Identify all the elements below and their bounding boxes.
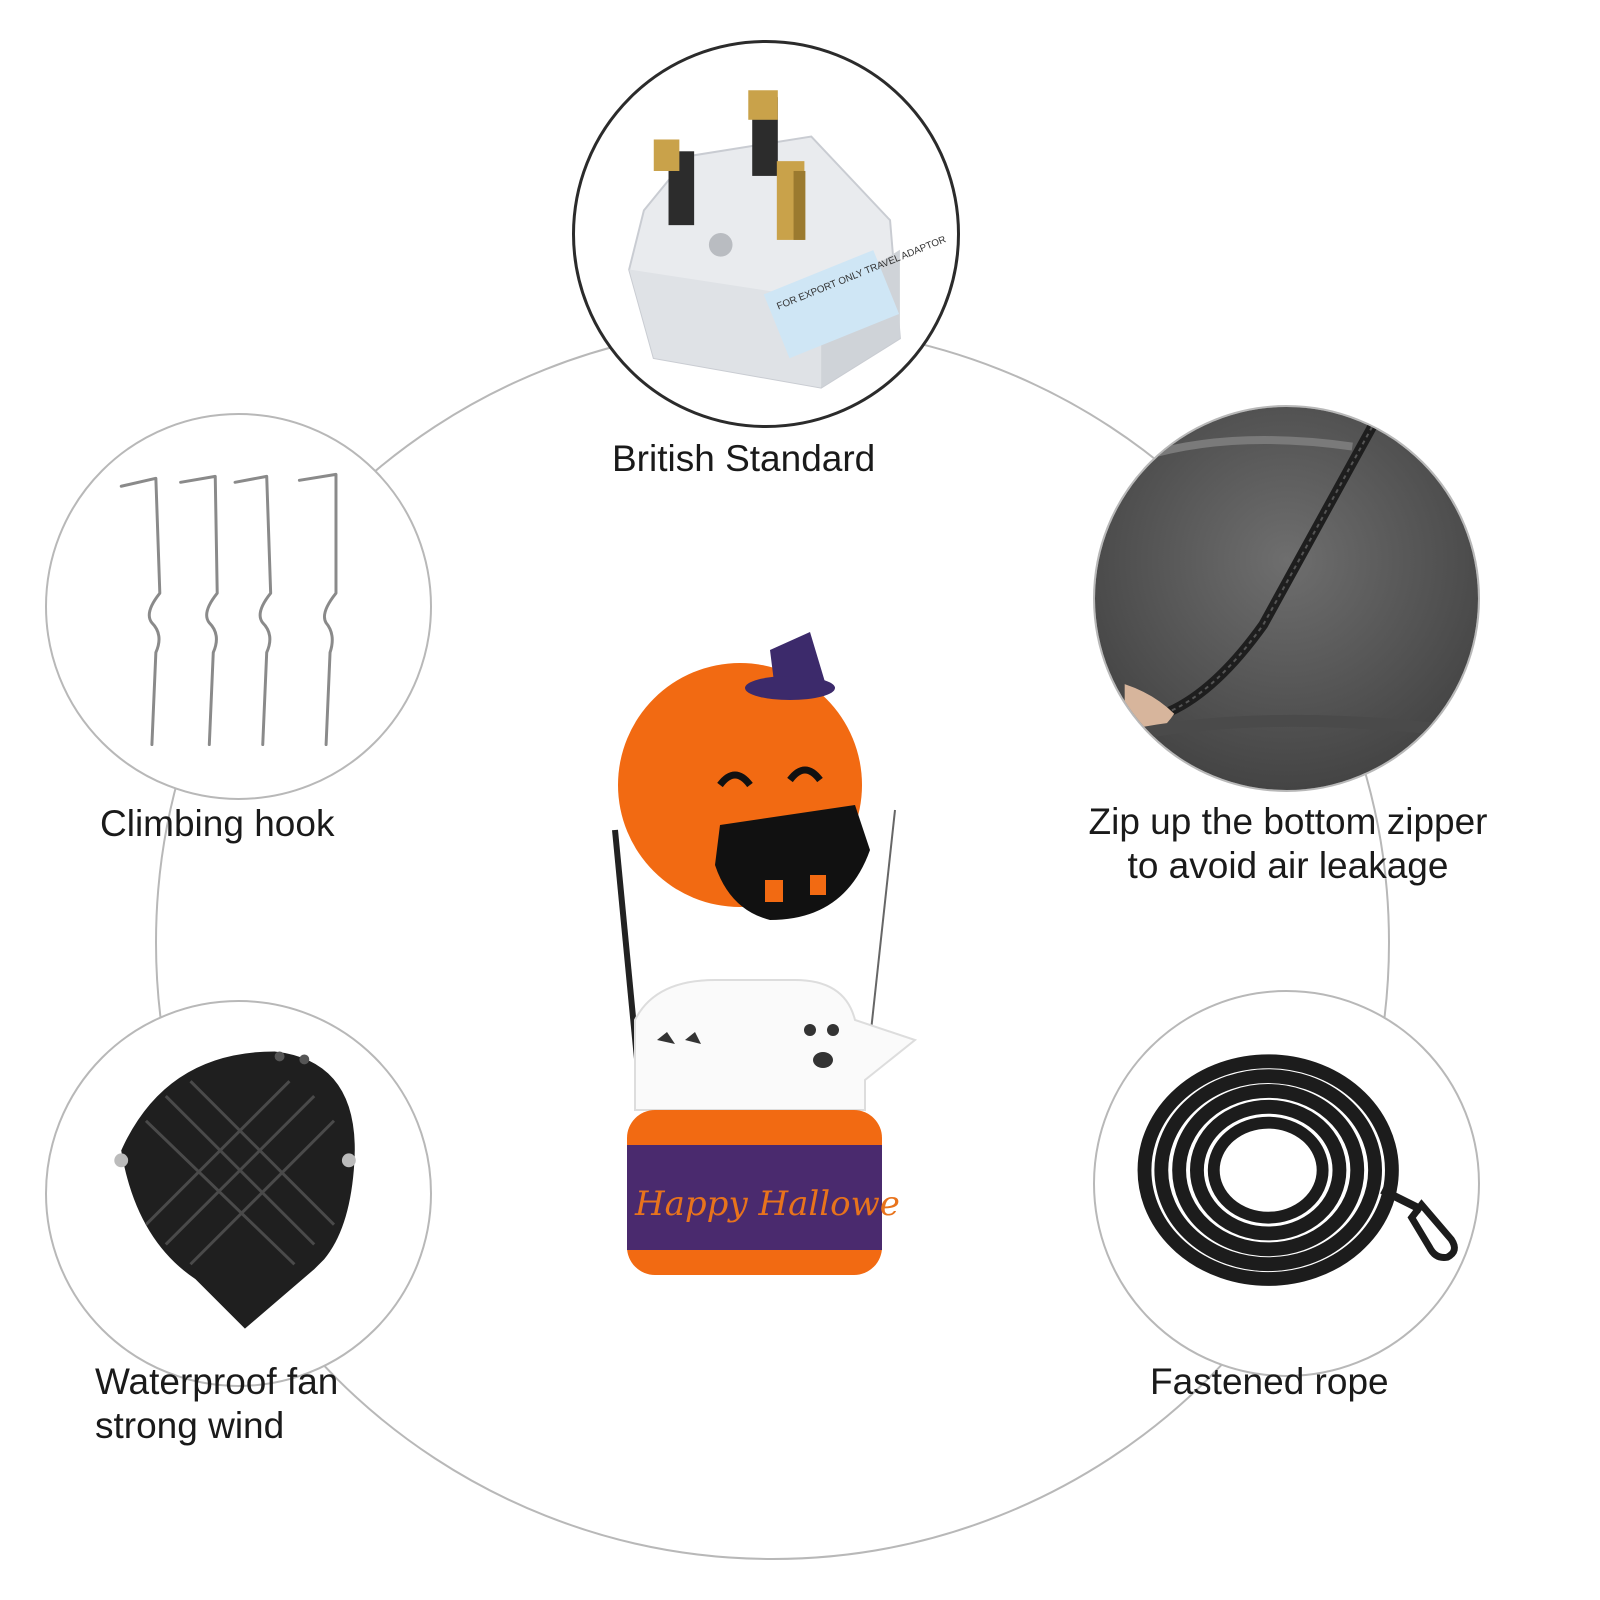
pumpkin-balloon-image: Happy Hallowe: [612, 632, 918, 1275]
plug-caption: British Standard: [612, 438, 876, 479]
fan-caption-line2: strong wind: [95, 1405, 285, 1446]
hook-caption: Climbing hook: [100, 803, 335, 844]
hook-badge: [45, 413, 432, 800]
zipper-badge: [1093, 405, 1480, 792]
banner-text: Happy Hallowe: [634, 1184, 900, 1224]
zipper-closeup-image: [1095, 407, 1478, 790]
climbing-hooks-image: [119, 472, 338, 747]
fan-badge: [45, 1000, 432, 1387]
inflatable-pumpkin-balloon: Happy Hallowe: [595, 620, 935, 1280]
blower-fan-image: [114, 1051, 356, 1329]
basket-banner: [627, 1145, 882, 1250]
plug-badge: FOR EXPORT ONLY TRAVEL ADAPTOR: [572, 40, 960, 428]
rope-badge: [1093, 990, 1480, 1377]
fan-caption-line1: Waterproof fan: [95, 1361, 339, 1402]
ghosts: [634, 979, 918, 1111]
coiled-rope-image: [1137, 1054, 1458, 1286]
zipper-caption-line2: to avoid air leakage: [1127, 845, 1449, 886]
zipper-caption: Zip up the bottom zipper to avoid air le…: [1053, 800, 1523, 888]
fan-caption: Waterproof fan strong wind: [95, 1360, 338, 1448]
uk-plug-adapter-image: FOR EXPORT ONLY TRAVEL ADAPTOR: [628, 90, 948, 389]
rope-caption: Fastened rope: [1150, 1361, 1389, 1402]
zipper-caption-line1: Zip up the bottom zipper: [1088, 801, 1488, 842]
